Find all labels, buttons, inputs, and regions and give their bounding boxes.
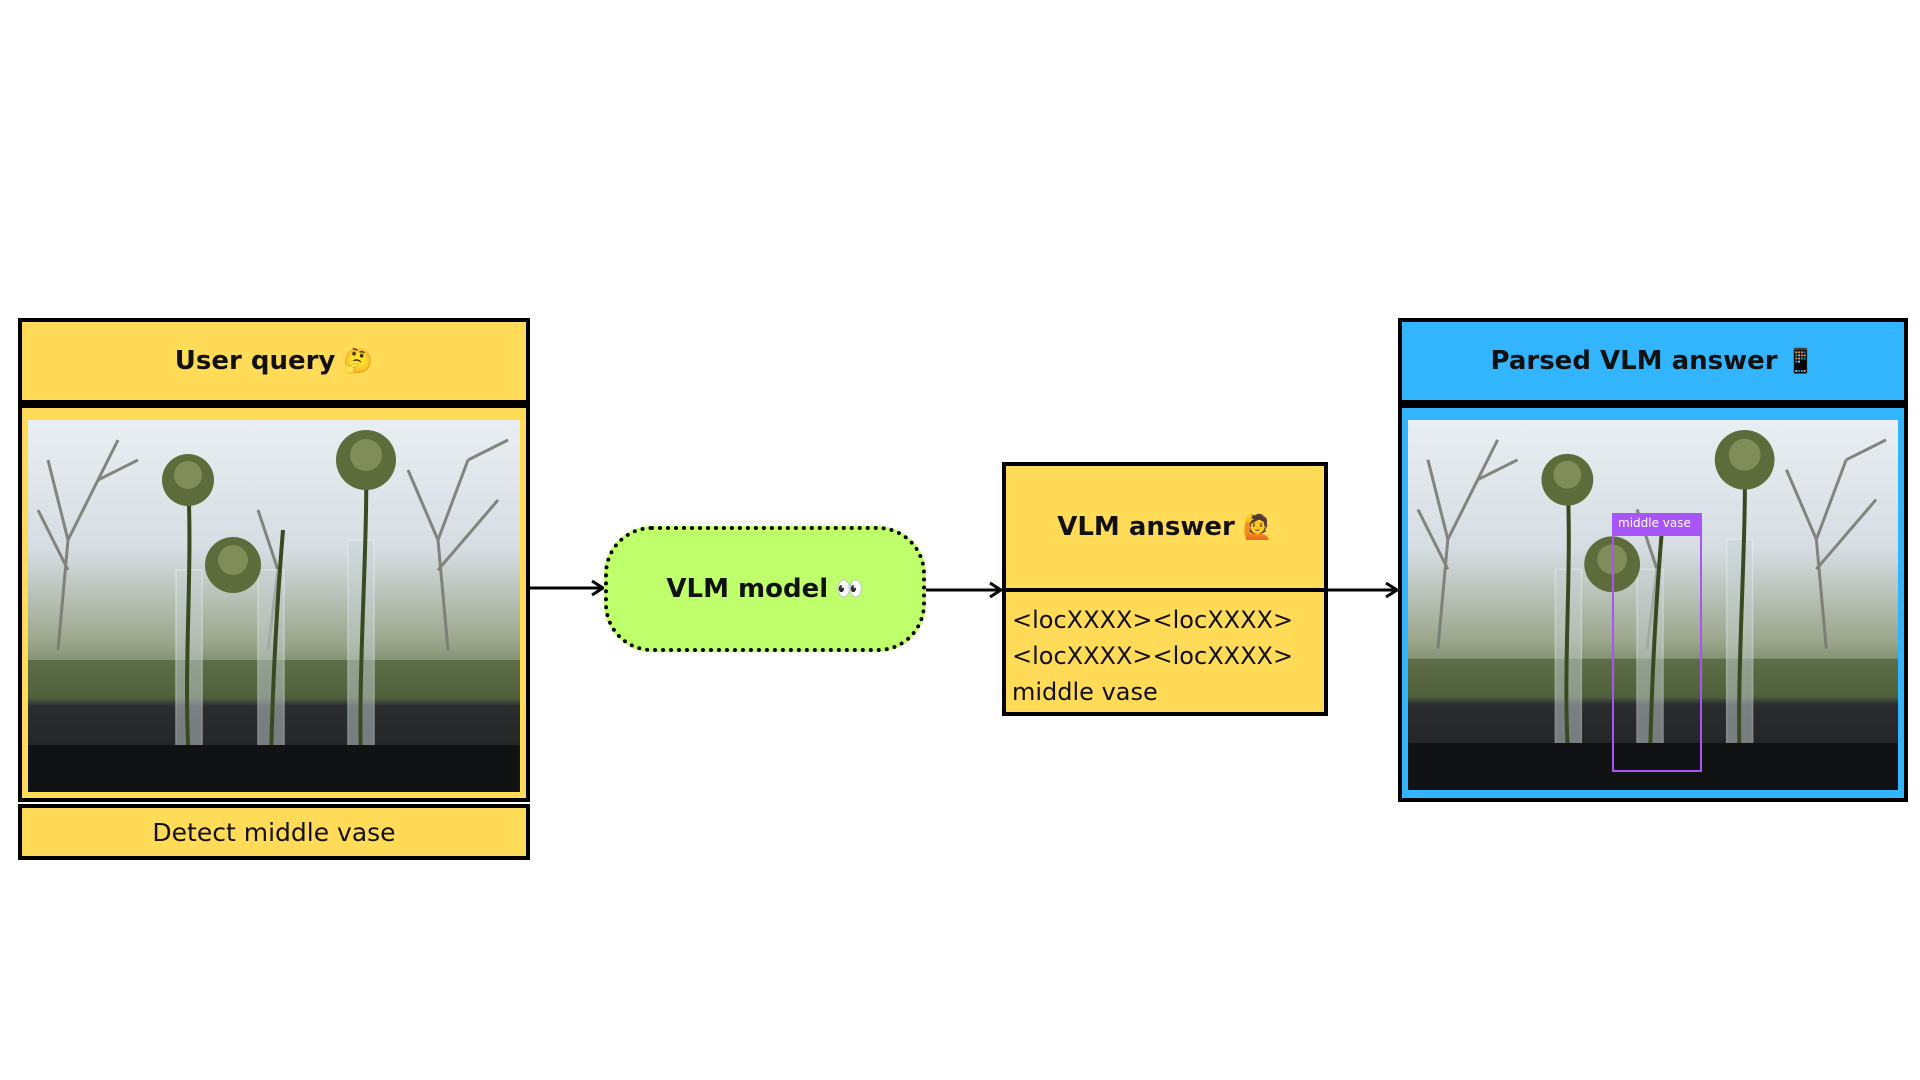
parsed-answer-image-frame: middle vase	[1398, 404, 1908, 802]
vlm-answer-line: <locXXXX><locXXXX>	[1012, 606, 1294, 634]
user-query-image-frame	[18, 404, 530, 802]
user-query-text: Detect middle vase	[18, 804, 530, 860]
photo-scene	[28, 430, 520, 780]
vlm-answer-line: <locXXXX><locXXXX>	[1012, 642, 1294, 670]
vlm-answer-header: VLM answer 🙋	[1002, 462, 1328, 592]
arrow-query-to-model	[530, 579, 606, 597]
vlm-answer-title: VLM answer	[1057, 512, 1235, 542]
vlm-answer-body: <locXXXX><locXXXX> <locXXXX><locXXXX> mi…	[1002, 588, 1328, 716]
vlm-answer-line: middle vase	[1012, 678, 1158, 706]
detection-bounding-box	[1612, 534, 1702, 772]
thinking-face-icon: 🤔	[343, 347, 374, 375]
parsed-vase-photo: middle vase	[1408, 420, 1898, 790]
vase-photo	[28, 420, 520, 792]
parsed-window-sill	[1408, 743, 1898, 790]
parsed-answer-header: Parsed VLM answer 📱	[1398, 318, 1908, 404]
vlm-model-label: VLM model	[666, 574, 829, 604]
window-sill	[28, 745, 520, 792]
vlm-model-node: VLM model 👀	[604, 526, 926, 652]
arrow-answer-to-parsed	[1328, 581, 1400, 599]
parsed-answer-title: Parsed VLM answer	[1490, 346, 1778, 376]
user-query-header: User query 🤔	[18, 318, 530, 404]
mobile-phone-icon: 📱	[1785, 347, 1816, 375]
detection-label: middle vase	[1612, 513, 1702, 534]
raising-hand-icon: 🙋	[1242, 513, 1273, 541]
arrow-model-to-answer	[926, 581, 1004, 599]
user-query-title: User query	[174, 346, 336, 376]
eyes-icon: 👀	[836, 576, 864, 602]
